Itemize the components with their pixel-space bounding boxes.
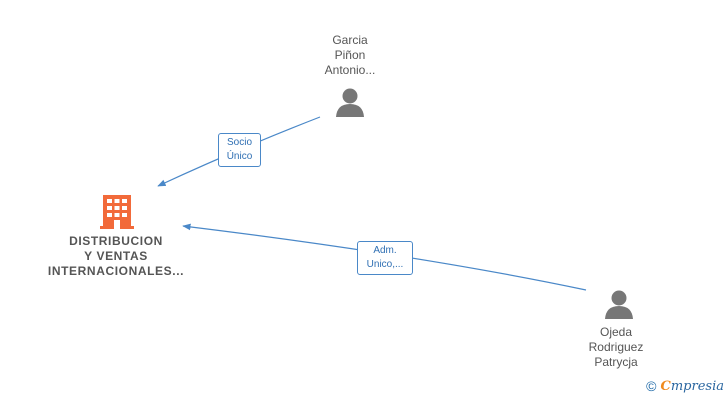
company-line-3: INTERNACIONALES... bbox=[47, 264, 185, 278]
edge-bottom-label[interactable]: Adm. Unico,... bbox=[357, 241, 413, 275]
person-bottom-line-2: Rodriguez bbox=[588, 340, 644, 354]
person-icon-bottom[interactable] bbox=[605, 290, 633, 320]
building-icon[interactable] bbox=[100, 195, 134, 229]
brand-logo: Cmpresia bbox=[661, 379, 725, 394]
brand-logo-first-letter: C bbox=[660, 378, 671, 394]
person-icon-top[interactable] bbox=[336, 88, 364, 118]
person-top-line-2: Piñon bbox=[334, 48, 366, 62]
person-top-label[interactable]: Garcia Piñon Antonio... bbox=[310, 33, 390, 78]
edge-bottom-line-1: Adm. bbox=[373, 245, 397, 256]
company-line-1: DISTRIBUCION bbox=[69, 234, 163, 248]
edge-bottom-line-2: Unico,... bbox=[366, 259, 404, 270]
footer-brand[interactable]: © Cmpresia bbox=[646, 378, 724, 394]
copyright-icon: © bbox=[646, 378, 657, 394]
company-line-2: Y VENTAS bbox=[84, 249, 148, 263]
person-top-line-3: Antonio... bbox=[324, 63, 376, 77]
person-bottom-line-1: Ojeda bbox=[599, 325, 633, 339]
company-label[interactable]: DISTRIBUCION Y VENTAS INTERNACIONALES... bbox=[36, 234, 196, 279]
brand-logo-rest: mpresia bbox=[670, 378, 724, 394]
edge-top-label[interactable]: Socio Único bbox=[218, 133, 261, 167]
person-top-line-1: Garcia bbox=[332, 33, 368, 47]
edge-top-line-2: Único bbox=[226, 151, 253, 162]
edge-top-line-1: Socio bbox=[226, 137, 252, 148]
person-bottom-line-3: Patrycja bbox=[594, 355, 638, 369]
person-bottom-label[interactable]: Ojeda Rodriguez Patrycja bbox=[576, 325, 656, 370]
